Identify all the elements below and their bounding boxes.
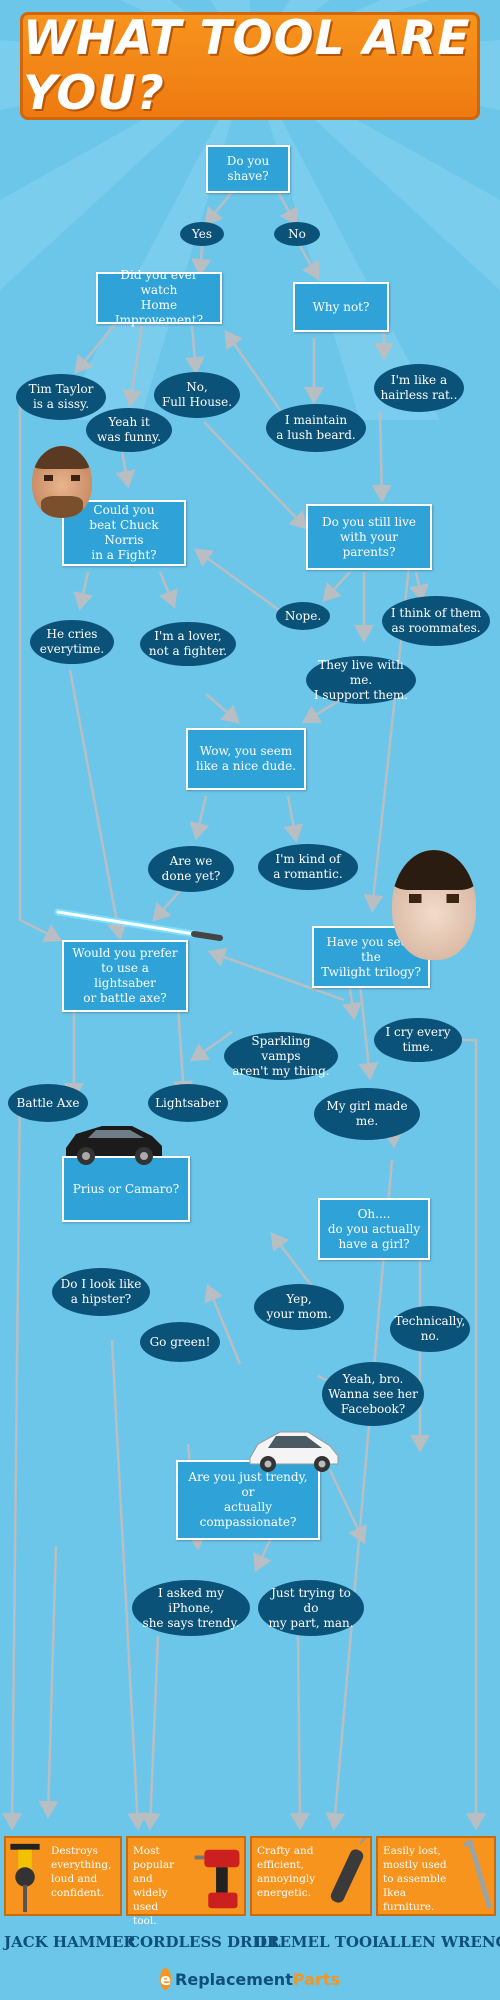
answer-lightsaber: Lightsaber [148, 1084, 228, 1122]
allen-wrench-icon [460, 1838, 494, 1914]
box-live-parents: Do you still live with your parents? [306, 504, 432, 570]
box-trendy: Are you just trendy, or actually compass… [176, 1460, 320, 1540]
box-home-improvement: Did you ever watch Home Improvement? [96, 268, 222, 327]
answer-cry-every: I cry every time. [374, 1018, 462, 1062]
answer-yes: Yes [180, 222, 224, 246]
answer-iphone: I asked my iPhone, she says trendy. [132, 1580, 250, 1636]
answer-girl-made: My girl made me. [314, 1088, 420, 1140]
drill-icon [192, 1838, 244, 1914]
tool-name-allen-wrench: ALLEN WRENCH [378, 1933, 500, 1951]
answer-facebook: Yeah, bro. Wanna see her Facebook? [322, 1362, 424, 1426]
chuck-norris-face-icon [32, 446, 92, 518]
tool-desc: Easily lost, mostly used to assemble Ike… [383, 1845, 447, 1913]
tool-name-cordless-drill: CORDLESS DRILL [128, 1933, 281, 1951]
answer-roommates: I think of them as roommates. [382, 596, 490, 646]
tool-card-allen-wrench: Easily lost, mostly used to assemble Ike… [376, 1836, 496, 1916]
answer-go-green: Go green! [140, 1322, 220, 1362]
answer-nope: Nope. [276, 602, 330, 630]
box-have-girl: Oh.... do you actually have a girl? [318, 1198, 430, 1260]
tool-card-jack-hammer: Destroys everything, loud and confident. [4, 1836, 122, 1916]
tool-name-jack-hammer: JACK HAMMER [4, 1933, 136, 1951]
tool-desc: Destroys everything, loud and confident. [51, 1845, 112, 1899]
replacementparts-logo: e ReplacementParts [160, 1966, 340, 1992]
lightsaber-icon [54, 908, 223, 941]
camaro-car-icon [66, 1126, 162, 1165]
logo-accent: Parts [292, 1969, 340, 1989]
vampire-face-icon [392, 850, 476, 960]
box-nice-dude: Wow, you seem like a nice dude. [186, 728, 306, 790]
answer-hipster: Do I look like a hipster? [52, 1268, 150, 1316]
answer-yep-mom: Yep, your mom. [254, 1284, 344, 1330]
answer-lover: I'm a lover, not a fighter. [140, 622, 236, 666]
answer-hairless-rat: I'm like a hairless rat.. [374, 364, 464, 412]
answer-full-house: No, Full House. [154, 372, 240, 418]
box-why-not: Why not? [293, 282, 389, 332]
title-banner: WHAT TOOL ARE YOU? [20, 11, 480, 121]
answer-yeah-funny: Yeah it was funny. [86, 408, 172, 452]
answer-technically: Technically, no. [390, 1306, 470, 1352]
box-shave: Do you shave? [206, 145, 290, 193]
logo-mark-icon: e [160, 1968, 172, 1990]
tool-name-dremel-tool: DREMEL TOOL [254, 1933, 383, 1951]
tool-card-dremel-tool: Crafty and efficient, annoyingly energet… [250, 1836, 372, 1916]
answer-no: No [274, 222, 320, 246]
jackhammer-icon [6, 1838, 46, 1914]
answer-support: They live with me. I support them. [306, 656, 416, 704]
answer-tim-taylor: Tim Taylor is a sissy. [16, 374, 106, 420]
dremel-icon [326, 1837, 370, 1914]
box-chuck-norris: Could you beat Chuck Norris in a Fight? [62, 500, 186, 566]
prius-car-icon [249, 1431, 339, 1472]
tool-card-cordless-drill: Most popular and widely used tool. [126, 1836, 246, 1927]
answer-cries: He cries everytime. [30, 620, 114, 664]
page-title: WHAT TOOL ARE YOU? [23, 11, 471, 121]
answer-my-part: Just trying to do my part, man. [258, 1580, 364, 1636]
tool-desc: Crafty and efficient, annoyingly energet… [257, 1845, 316, 1899]
answer-battle-axe: Battle Axe [8, 1084, 88, 1122]
answer-romantic: I'm kind of a romantic. [258, 844, 358, 890]
answer-lush-beard: I maintain a lush beard. [266, 404, 366, 452]
answer-sparkling: Sparkling vamps aren't my thing. [224, 1032, 338, 1080]
box-lightsaber-axe: Would you prefer to use a lightsaber or … [62, 940, 188, 1012]
tool-desc: Most popular and widely used tool. [133, 1845, 175, 1927]
logo-text: Replacement [175, 1969, 293, 1989]
box-prius-camaro: Prius or Camaro? [62, 1156, 190, 1222]
answer-done-yet: Are we done yet? [148, 846, 234, 892]
